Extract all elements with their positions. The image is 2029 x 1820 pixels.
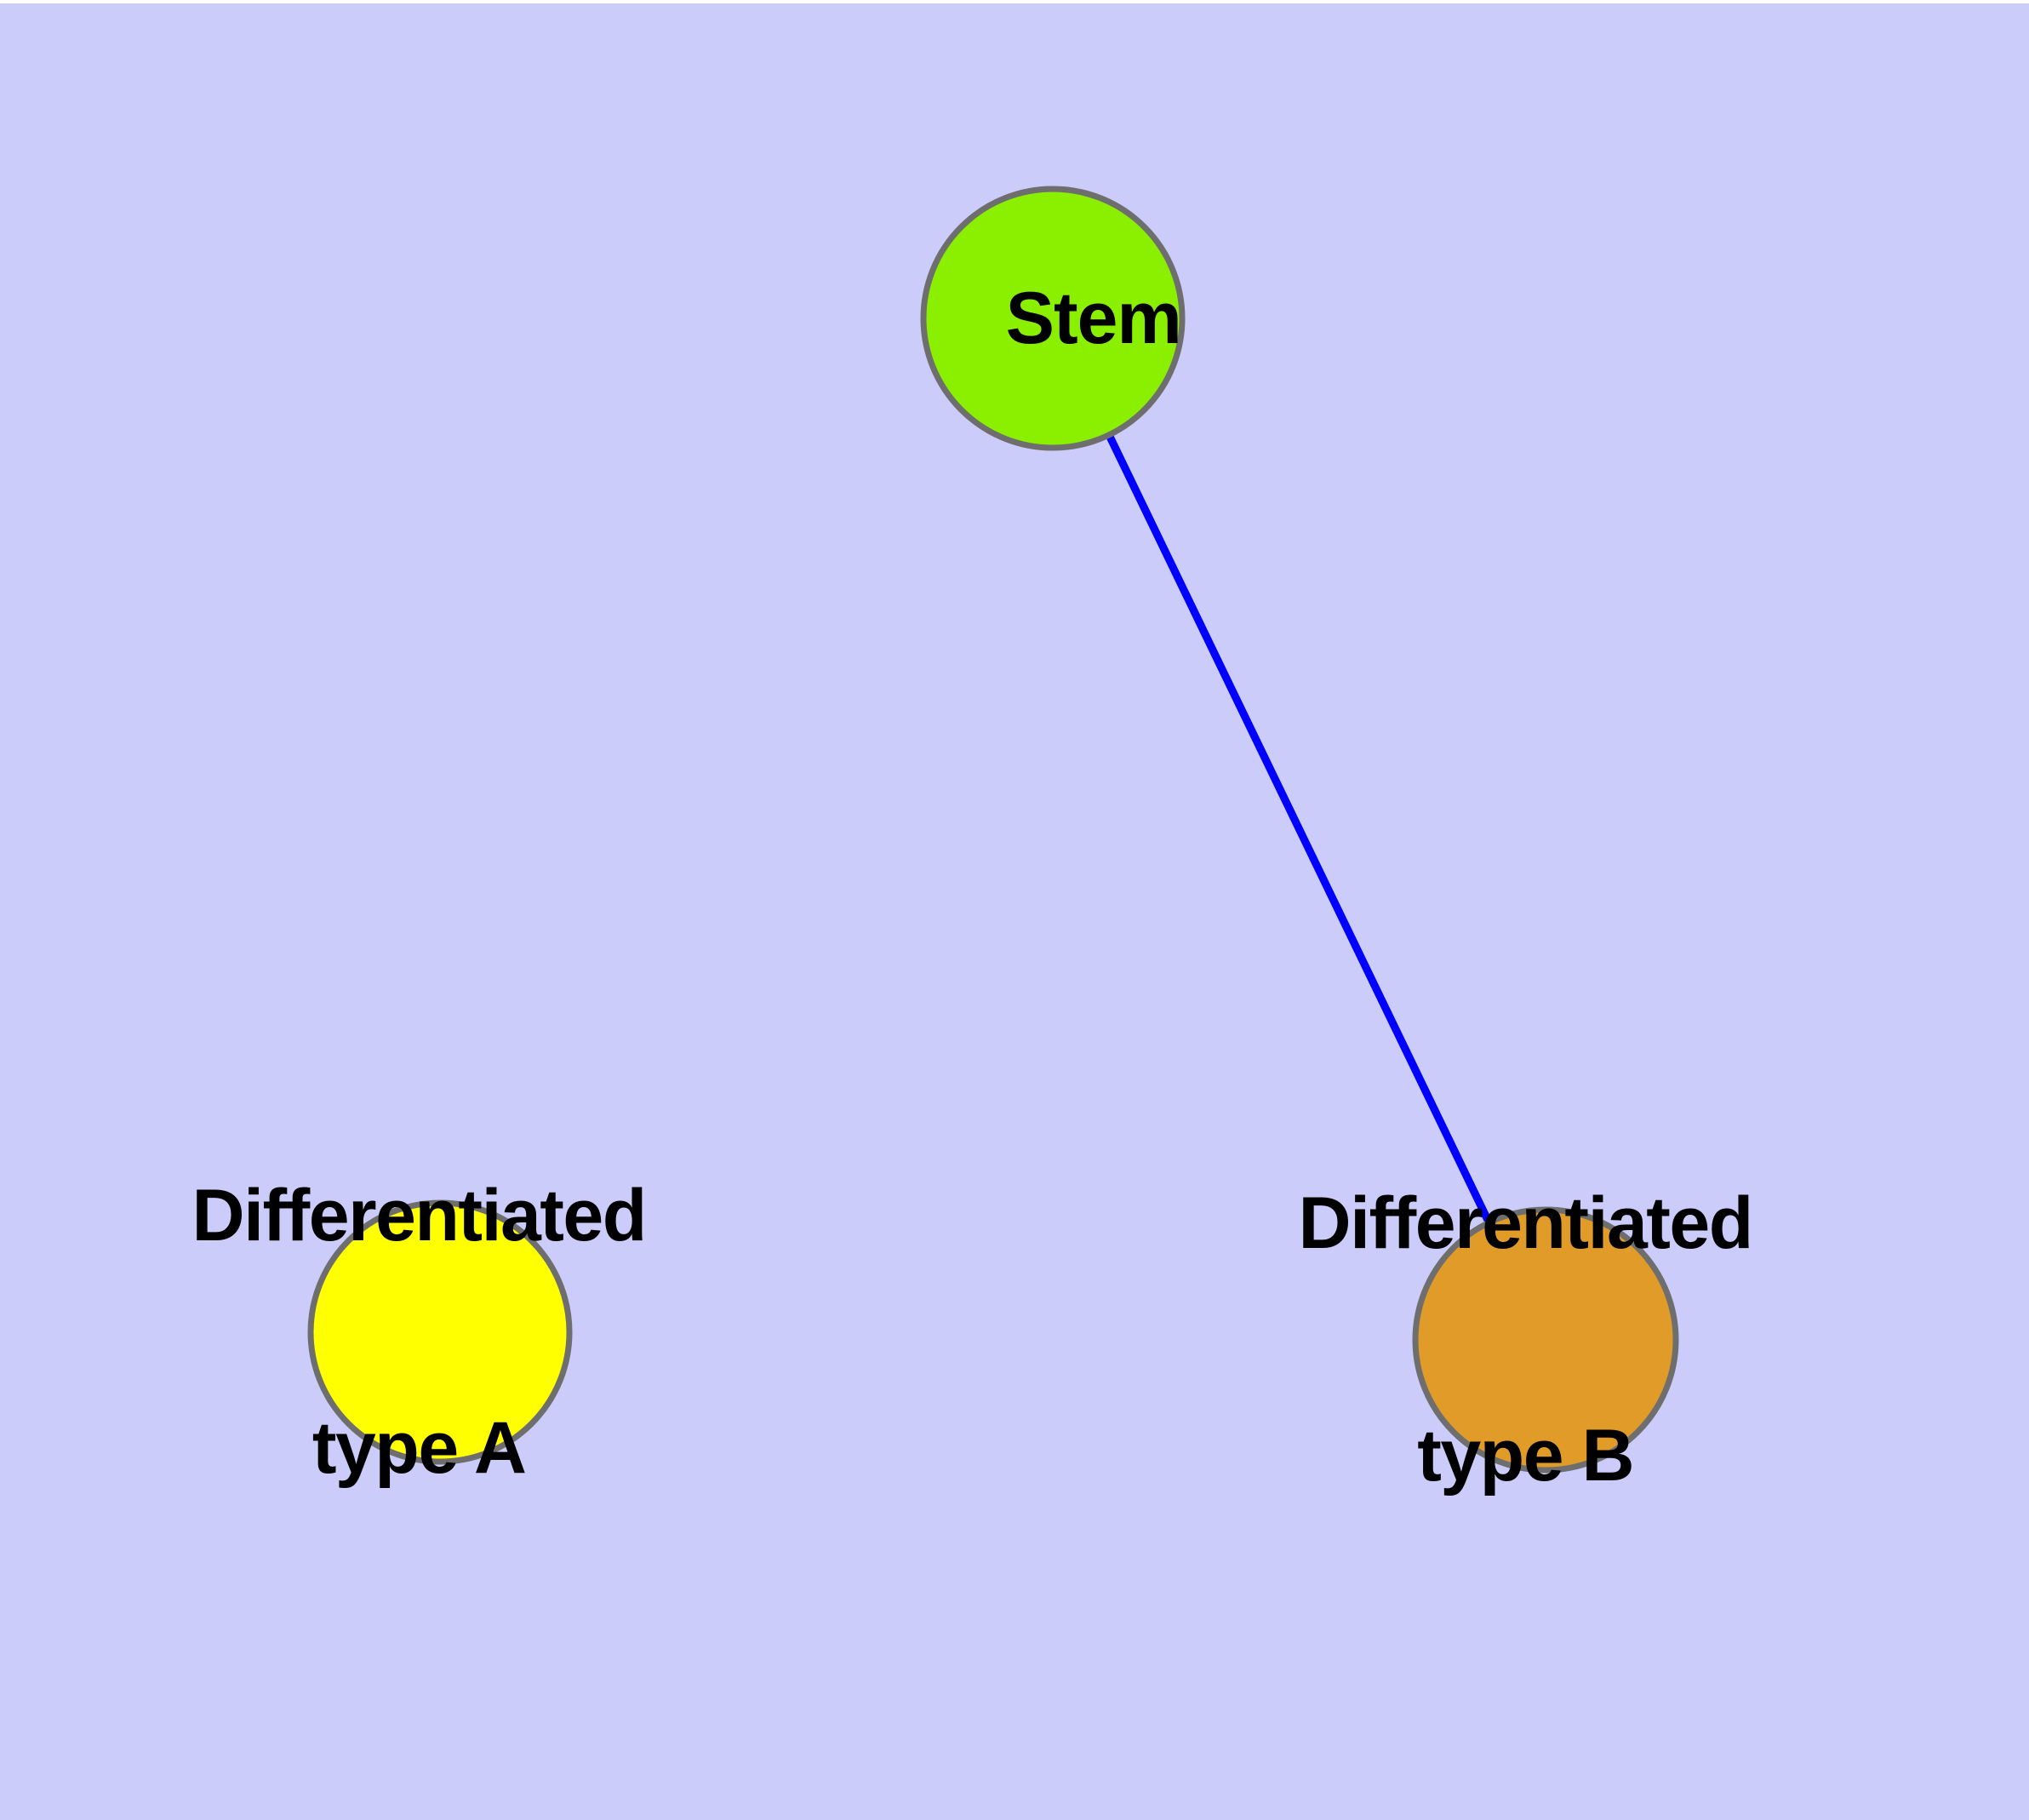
node-stem-circle[interactable] [920, 186, 1186, 451]
edge-stem-to-differentiated-type-b[interactable] [1049, 317, 1550, 1342]
node-differentiated-type-a-circle[interactable] [307, 1199, 573, 1465]
node-differentiated-type-b-circle[interactable] [1412, 1206, 1679, 1474]
edge-layer [1049, 317, 1550, 1342]
node-layer [307, 186, 1679, 1474]
